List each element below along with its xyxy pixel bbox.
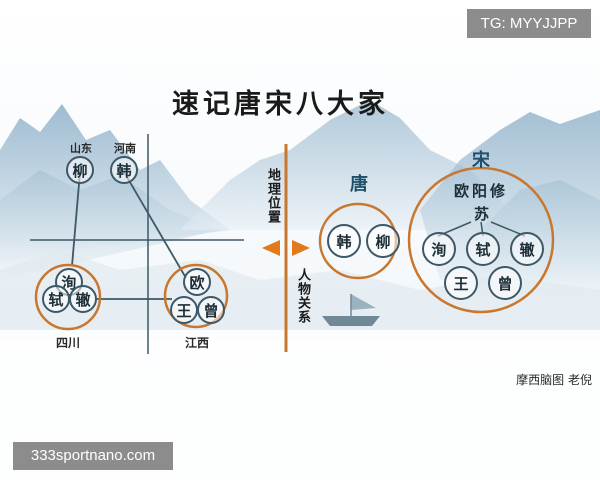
page-title: 速记唐宋八大家 — [172, 89, 389, 120]
label-henan: 河南 — [114, 142, 136, 155]
label-jiangxi: 江西 — [185, 336, 210, 350]
node-han-tang: 韩 — [327, 224, 361, 258]
label-sichuan: 四川 — [56, 336, 81, 350]
axis-label-relationship: 人物关系 — [295, 268, 310, 324]
watermark-bottom: 333sportnano.com — [13, 442, 173, 470]
node-wang-geo: 王 — [170, 296, 198, 324]
node-liu-tang: 柳 — [366, 224, 400, 258]
watermark-top: TG: MYYJJPP — [467, 9, 591, 38]
node-wang-song: 王 — [444, 266, 478, 300]
credit-text: 摩西脑图 老倪 — [516, 373, 592, 387]
label-ouyangxiu: 欧阳修 — [454, 182, 509, 200]
node-shi-geo: 轼 — [42, 285, 70, 313]
node-zhe-geo: 辙 — [69, 285, 97, 313]
dynasty-song: 宋 — [472, 150, 490, 171]
node-han-geo: 韩 — [110, 156, 138, 184]
label-su: 苏 — [474, 205, 490, 223]
node-ou-geo: 欧 — [183, 268, 211, 296]
axis-label-geography: 地理位置 — [265, 168, 280, 224]
node-liu-geo: 柳 — [66, 156, 94, 184]
dynasty-tang: 唐 — [350, 174, 368, 195]
node-zhe-song: 辙 — [510, 232, 544, 266]
node-xun-song: 洵 — [422, 232, 456, 266]
label-shandong: 山东 — [70, 142, 92, 155]
node-zeng-geo: 曾 — [197, 296, 225, 324]
node-zeng-song: 曾 — [488, 266, 522, 300]
node-shi-song: 轼 — [466, 232, 500, 266]
